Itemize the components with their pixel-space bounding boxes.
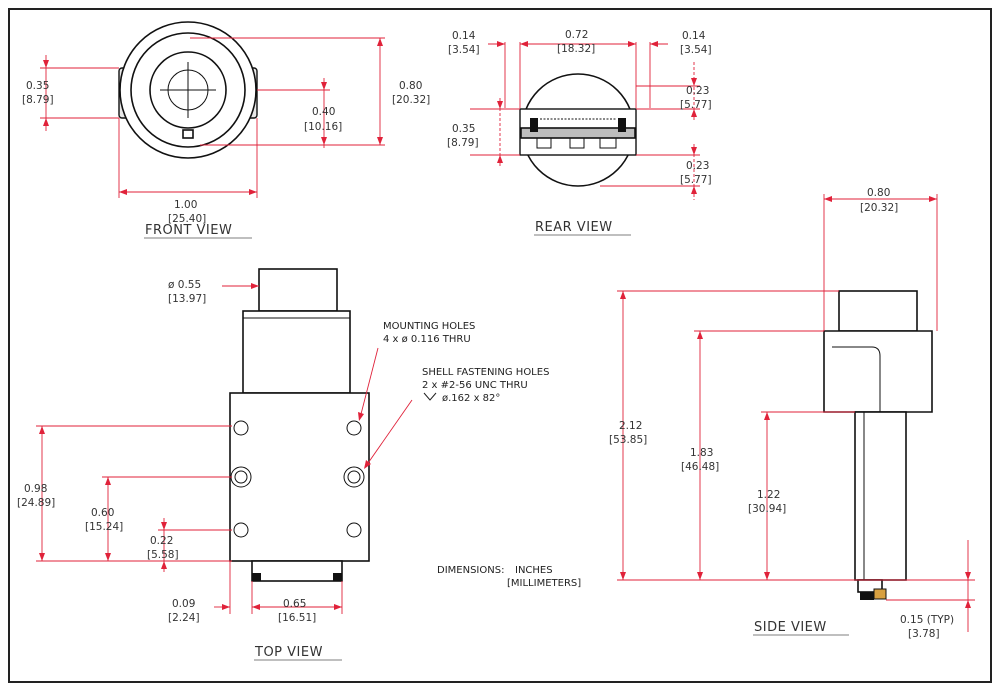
side-dim-015-mm: [3.78] [908,628,940,640]
front-view [40,21,385,198]
rear-dim-l014-in: 0.14 [452,30,476,42]
front-dim-080-mm: [20.32] [392,94,430,106]
front-dim-100-mm: [25.40] [168,213,206,225]
units-millimeters: [MILLIMETERS] [507,578,581,589]
side-view [617,194,975,632]
shell-holes-note-line1: SHELL FASTENING HOLES [422,367,549,378]
rear-dim-s035-in: 0.35 [452,123,475,135]
front-view-title: FRONT VIEW [145,223,232,238]
rear-dim-t023-in: 0.23 [686,85,709,97]
side-dim-212-mm: [53.85] [609,434,647,446]
top-dim-022-mm: [5.58] [147,549,179,561]
side-dim-122-mm: [30.94] [748,503,786,515]
top-dim-022-in: 0.22 [150,535,173,547]
units-inches: INCHES [515,565,553,576]
top-dim-098-in: 0.98 [24,483,47,495]
top-dim-060-in: 0.60 [91,507,114,519]
rear-dim-r014-mm: [3.54] [680,44,712,56]
rear-dim-r014-in: 0.14 [682,30,706,42]
rear-dim-l014-mm: [3.54] [448,44,480,56]
rear-dim-c072-in: 0.72 [565,29,588,41]
rear-dim-b023-in: 0.23 [686,160,709,172]
top-dim-dia-in: ø 0.55 [168,279,201,291]
rear-dim-t023-mm: [5.77] [680,99,712,111]
side-dim-183-in: 1.83 [690,447,713,459]
front-dim-100-in: 1.00 [174,199,197,211]
top-view [36,268,413,614]
side-dim-080-in: 0.80 [867,187,890,199]
top-dim-098-mm: [24.89] [17,497,55,509]
side-dim-122-in: 1.22 [757,489,780,501]
top-dim-060-mm: [15.24] [85,521,123,533]
rear-dim-s035-mm: [8.79] [447,137,479,149]
side-dim-015-in: 0.15 (TYP) [900,614,954,626]
top-dim-009-mm: [2.24] [168,612,200,624]
shell-holes-note-line3: ø.162 x 82° [442,393,500,404]
top-dim-dia-mm: [13.97] [168,293,206,305]
top-view-title: TOP VIEW [254,645,323,660]
rear-view [470,41,700,200]
rear-dim-b023-mm: [5.77] [680,174,712,186]
front-dim-035-mm: [8.79] [22,94,54,106]
mounting-holes-note-line2: 4 x ø 0.116 THRU [383,334,471,345]
front-dim-035-in: 0.35 [26,80,49,92]
top-dim-065-in: 0.65 [283,598,306,610]
top-dim-009-in: 0.09 [172,598,195,610]
side-dim-212-in: 2.12 [619,420,642,432]
shell-holes-note-line2: 2 x #2-56 UNC THRU [422,380,528,391]
mounting-holes-note-line1: MOUNTING HOLES [383,321,475,332]
rear-view-title: REAR VIEW [535,220,613,235]
side-view-title: SIDE VIEW [754,620,827,635]
top-dim-065-mm: [16.51] [278,612,316,624]
front-dim-040-in: 0.40 [312,106,335,118]
rear-dim-c072-mm: [18.32] [557,43,595,55]
front-dim-040-mm: [10.16] [304,121,342,133]
side-dim-183-mm: [46.48] [681,461,719,473]
front-dim-080-in: 0.80 [399,80,422,92]
countersink-icon [423,392,437,401]
side-dim-080-mm: [20.32] [860,202,898,214]
units-label: DIMENSIONS: [437,565,504,576]
